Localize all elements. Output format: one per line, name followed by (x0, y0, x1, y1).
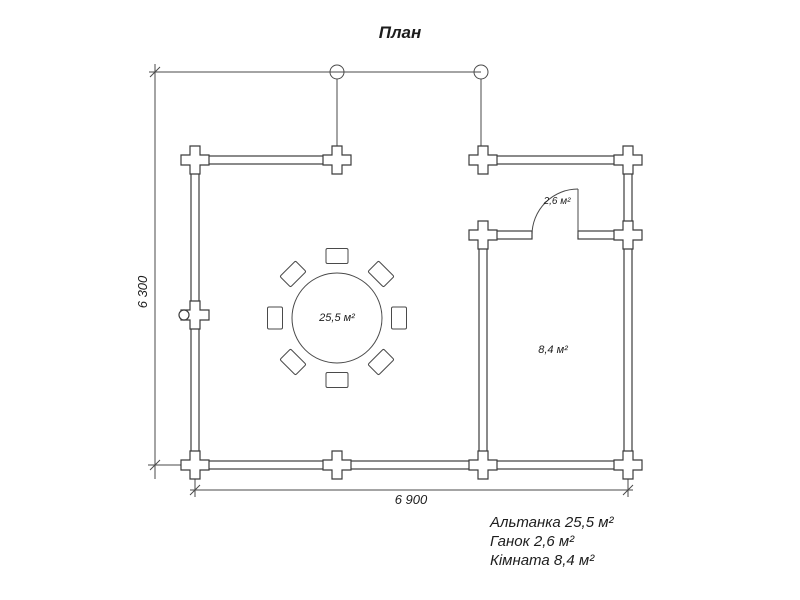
corner-joint (322, 450, 352, 480)
wall-top-right (482, 155, 629, 165)
log-joints (178, 145, 643, 480)
chair (368, 349, 394, 375)
room-area-label: 8,4 м² (538, 344, 568, 356)
chair (325, 248, 349, 264)
legend-item-gazebo: Альтанка 25,5 м² (489, 514, 615, 531)
legend-item-room: Кімната 8,4 м² (490, 552, 595, 569)
wall-interior-vertical (478, 234, 488, 466)
dim-tick (149, 66, 161, 78)
axis-marker-circle-1 (329, 64, 345, 80)
round-table (291, 272, 383, 364)
dimension-bottom: 6 900 (189, 471, 634, 507)
legend-item-porch: Ганок 2,6 м² (490, 533, 575, 550)
page-title: План (379, 23, 422, 42)
dining-set: 25,5 м² (267, 248, 407, 388)
chair (391, 306, 407, 330)
wall-bottom (194, 460, 629, 470)
corner-joint (613, 450, 643, 480)
corner-joint (468, 220, 498, 250)
corner-joint (180, 450, 210, 480)
corner-joint (180, 300, 210, 330)
corner-joint (468, 145, 498, 175)
chair (325, 372, 349, 388)
chair (368, 261, 394, 287)
corner-joint (613, 220, 643, 250)
wall-top-left (194, 155, 338, 165)
corner-joint (613, 145, 643, 175)
joint-circle-marker (178, 309, 190, 321)
axis-lines (148, 64, 489, 479)
corner-joint (322, 145, 352, 175)
gazebo-area-label: 25,5 м² (318, 312, 355, 324)
dimension-height-label: 6 300 (135, 275, 150, 308)
door (531, 188, 579, 236)
chair (280, 349, 306, 375)
dimension-width-label: 6 900 (395, 492, 428, 507)
dim-tick (189, 484, 201, 496)
corner-joint (468, 450, 498, 480)
legend: Альтанка 25,5 м² Ганок 2,6 м² Кімната 8,… (489, 514, 615, 569)
corner-joint (180, 145, 210, 175)
dim-tick (622, 484, 634, 496)
chair (280, 261, 306, 287)
porch-area-label: 2,6 м² (543, 196, 572, 207)
door-swing-arc (531, 188, 579, 236)
chair (267, 306, 283, 330)
wall-right (623, 159, 633, 466)
axis-marker-circle-2 (473, 64, 489, 80)
